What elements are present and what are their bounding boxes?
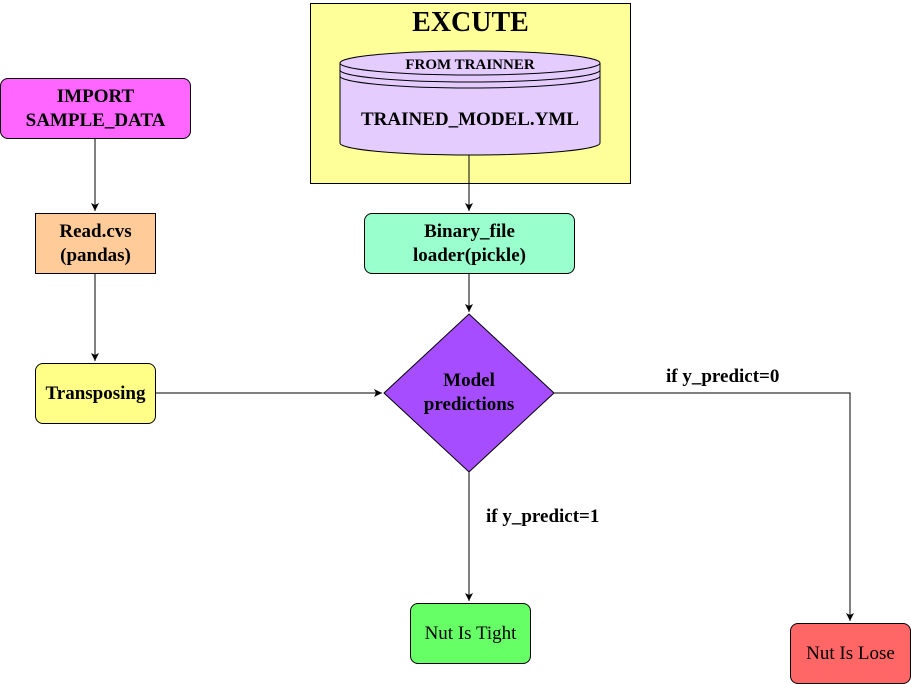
edge-label-predict-zero: if y_predict=0 <box>666 366 780 387</box>
trained-model-database <box>339 50 601 156</box>
transposing-node: Transposing <box>35 363 156 424</box>
binary-file-loader-node: Binary_file loader(pickle) <box>364 213 575 274</box>
model-db-main-label: TRAINED_MODEL.YML <box>361 109 579 130</box>
import-sample-data-node: IMPORT SAMPLE_DATA <box>0 78 191 139</box>
model-db-top-label: FROM TRAINNER <box>405 57 535 73</box>
edge-label-predict-one: if y_predict=1 <box>486 506 600 527</box>
nut-is-tight-node: Nut Is Tight <box>410 603 531 664</box>
edge-predict-to-lose <box>554 392 854 621</box>
nut-is-lose-node: Nut Is Lose <box>790 623 911 684</box>
execute-title: EXCUTE <box>412 7 529 38</box>
model-predictions-label: Model predictions <box>423 370 515 415</box>
read-csv-node: Read.cvs (pandas) <box>35 213 156 274</box>
